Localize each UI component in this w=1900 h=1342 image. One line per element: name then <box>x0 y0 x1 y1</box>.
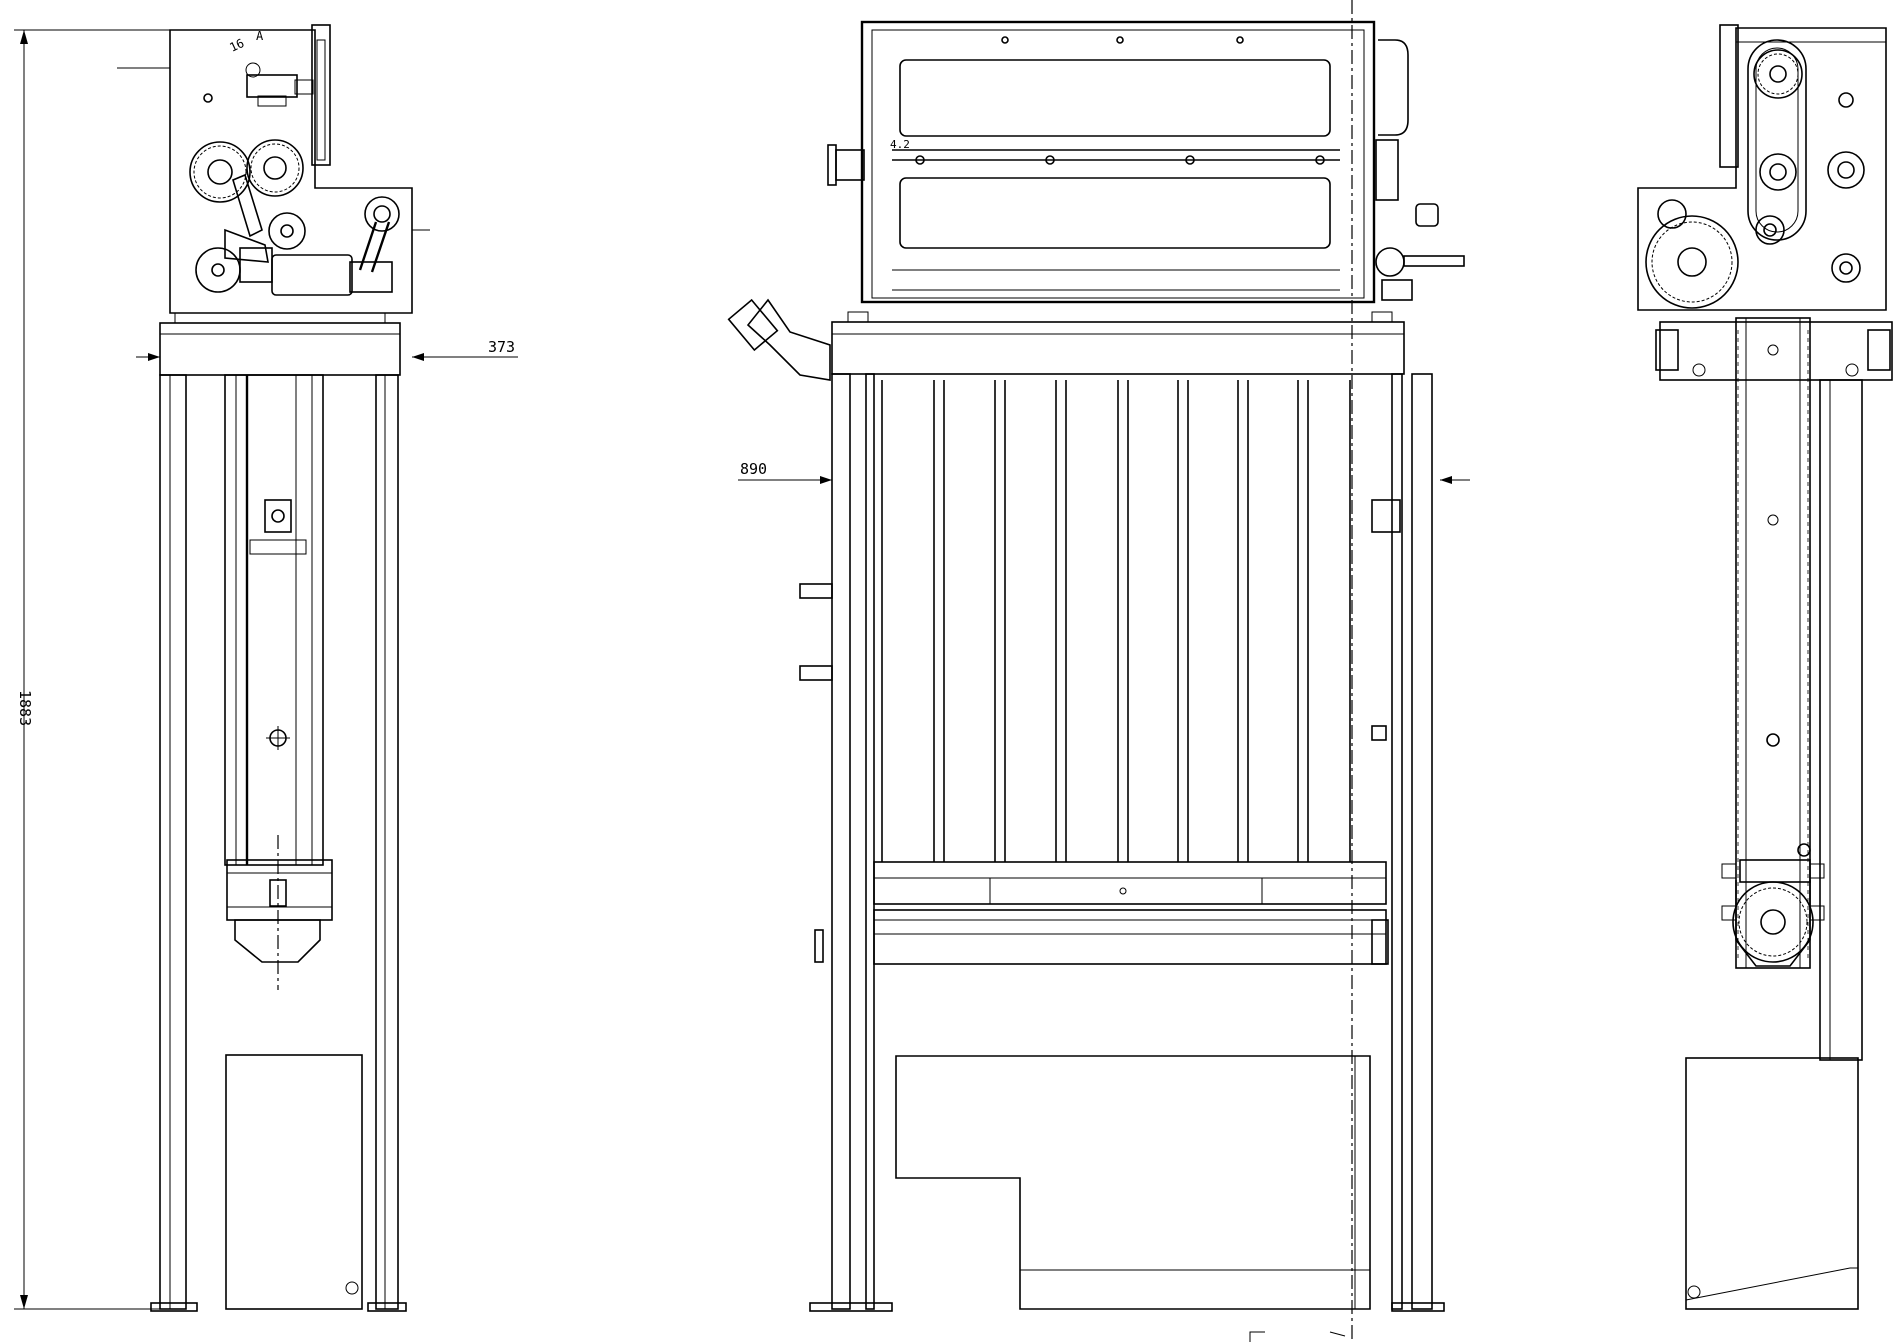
height-dimension: 1883 <box>14 29 170 1310</box>
side-width-label: 373 <box>488 338 515 356</box>
height-label: 1883 <box>16 690 34 726</box>
front-view: 4.2 890 <box>727 0 1470 1342</box>
left-side-view: 1883 16 A <box>14 24 518 1312</box>
small-label-b: A <box>256 29 264 43</box>
filter-plates <box>881 380 1351 862</box>
front-width-label: 890 <box>740 460 767 478</box>
side-width-dimension: 373 <box>136 338 518 361</box>
small-label-c: 4.2 <box>890 138 910 151</box>
small-label-a: 16 <box>227 36 246 55</box>
front-width-dimension: 890 <box>738 460 1470 484</box>
right-side-view <box>1637 24 1893 1310</box>
